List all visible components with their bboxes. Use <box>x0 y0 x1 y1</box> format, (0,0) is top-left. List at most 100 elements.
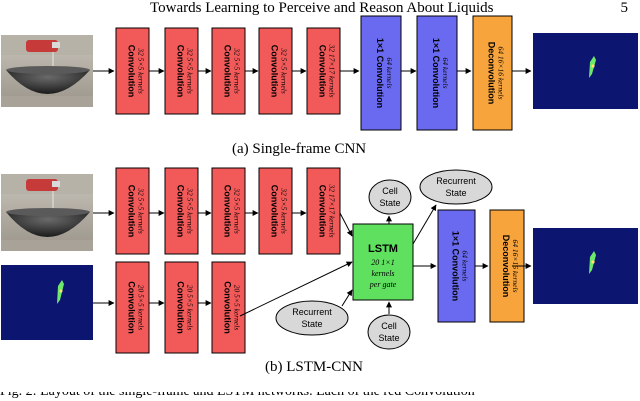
page-header: Towards Learning to Perceive and Reason … <box>150 0 640 18</box>
conv-b-bot-3-box <box>211 261 246 354</box>
cell-state-top: Cell State <box>368 179 412 215</box>
running-title: Towards Learning to Perceive and Reason … <box>150 0 494 16</box>
recurrent-state-in: Recurrent State <box>275 300 349 336</box>
conv-b-top-4-box <box>258 167 293 255</box>
conv-a-3-sub: 32 5×5 kernels <box>233 47 242 94</box>
conv-b-top-3-label: Convolution <box>223 185 233 238</box>
svg-text:State: State <box>379 198 400 208</box>
page-number: 5 <box>620 0 629 16</box>
lstm-sub-1: 20 1×1 <box>371 258 394 267</box>
conv-b-top-2-label: Convolution <box>176 185 186 238</box>
conv-a-2-sub: 32 5×5 kernels <box>186 47 195 94</box>
conv-b-top-2-box <box>164 167 199 255</box>
one-by-one-b-block-label: 1×1 Convolution <box>451 231 461 301</box>
conv-b-top-3-box <box>211 167 246 255</box>
deconv-block-b-box <box>489 209 525 323</box>
conv-b-top-4-sub: 32 5×5 kernels <box>280 187 289 234</box>
conv-b-bot-1-box <box>115 261 150 354</box>
conv-b-bot-2-sub: 20 5×5 kernels <box>186 285 195 331</box>
one-by-one-a-1-label: 1×1 Convolution <box>375 38 385 108</box>
one-by-one-a-2-sub: 64 kernels <box>441 57 450 88</box>
cell-state-bottom: Cell State <box>367 314 411 350</box>
figure-caption-text: Fig. 2: Layout of the single-frame and L… <box>0 384 475 399</box>
svg-text:State: State <box>378 333 399 343</box>
conv-a-3-label: Convolution <box>223 45 233 98</box>
conv-a-4-box <box>258 27 293 115</box>
conv-a-4-sub: 32 5×5 kernels <box>280 47 289 94</box>
conv-b-top-1-label: Convolution <box>127 185 137 238</box>
lstm-sub-3: per gate <box>369 280 397 289</box>
deconv-block-a-label: Deconvolution <box>487 42 497 105</box>
conv-a-1-label: Convolution <box>127 45 137 98</box>
conv-a-2-label: Convolution <box>176 45 186 98</box>
conv-b-bot-1-sub: 20 5×5 kernels <box>137 285 146 331</box>
output-heatmap-b <box>533 228 638 304</box>
one-by-one-a-1-sub: 64 kernels <box>385 57 394 88</box>
conv-a-5-box <box>306 27 341 115</box>
conv-b-top-1-box <box>115 167 150 255</box>
svg-text:State: State <box>301 319 322 329</box>
svg-text:State: State <box>445 188 466 198</box>
caption-b: (b) LSTM-CNN <box>265 359 363 375</box>
svg-text:Recurrent: Recurrent <box>292 307 332 317</box>
svg-text:Recurrent: Recurrent <box>436 176 476 186</box>
one-by-one-a-2-label: 1×1 Convolution <box>431 38 441 108</box>
conv-b-bot-2-box <box>164 261 199 354</box>
deconv-block-a-sub: 64 16×16 kernels <box>497 47 506 100</box>
recurrent-state-out: Recurrent State <box>419 169 493 205</box>
conv-b-top-1-sub: 32 5×5 kernels <box>137 187 146 234</box>
one-by-one-a-2-box <box>416 15 458 131</box>
conv-b-top-3-sub: 32 5×5 kernels <box>233 187 242 234</box>
one-by-one-a-1-box <box>360 15 402 131</box>
conv-a-1-sub: 32 5×5 kernels <box>137 47 146 94</box>
conv-b-top-5-box <box>306 167 341 255</box>
one-by-one-b-block-sub: 64 kernels <box>461 250 470 281</box>
conv-a-2-box <box>164 27 199 115</box>
input-heatmap-b <box>1 265 93 340</box>
conv-b-bot-2-label: Convolution <box>176 281 186 334</box>
conv-a-5-label: Convolution <box>318 45 328 98</box>
output-heatmap-a <box>533 33 638 109</box>
conv-b-bot-1-label: Convolution <box>127 281 137 334</box>
conv-a-4-label: Convolution <box>270 45 280 98</box>
svg-text:Cell: Cell <box>381 321 397 331</box>
lstm-sub-2: kernels <box>371 269 394 278</box>
conv-b-top-4-label: Convolution <box>270 185 280 238</box>
input-photo-a <box>1 35 93 107</box>
conv-b-top-2-sub: 32 5×5 kernels <box>186 187 195 234</box>
lstm-block: LSTM 20 1×1 kernels per gate <box>352 223 414 301</box>
lstm-label: LSTM <box>368 243 398 255</box>
conv-b-top-5-sub: 32 17×17 kernels <box>328 184 337 238</box>
conv-b-bot-3-sub: 20 5×5 kernels <box>233 285 242 331</box>
deconv-block-b-label: Deconvolution <box>501 235 511 298</box>
conv-b-bot-3-label: Convolution <box>223 281 233 334</box>
conv-b-top-5-label: Convolution <box>318 185 328 238</box>
input-photo-b <box>1 174 93 251</box>
